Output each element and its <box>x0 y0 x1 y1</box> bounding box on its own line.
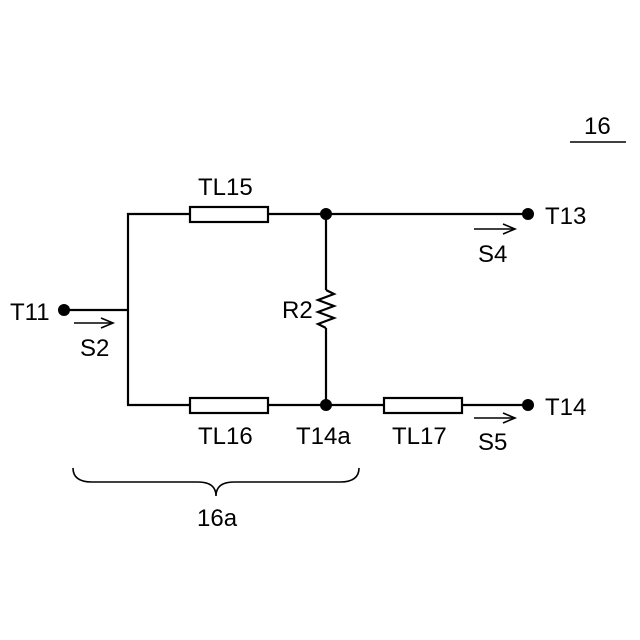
signal-s5-label: S5 <box>478 429 507 456</box>
junction-t14a-dot <box>320 399 332 411</box>
signal-s2-arrow <box>74 318 113 328</box>
signal-s2-label: S2 <box>80 335 109 362</box>
terminal-t14-dot <box>522 399 534 411</box>
tl17-label: TL17 <box>392 423 447 450</box>
transmission-line-tl16 <box>190 398 268 413</box>
terminal-t13-label: T13 <box>545 203 586 230</box>
group-16a-label: 16a <box>197 505 238 532</box>
signal-s4-label: S4 <box>478 241 507 268</box>
tl15-label: TL15 <box>198 174 253 201</box>
figure-ref-label: 16 <box>584 113 611 140</box>
group-16a-brace <box>73 468 359 496</box>
transmission-line-tl17 <box>384 398 462 413</box>
terminal-t14a-label: T14a <box>296 423 351 450</box>
terminal-t13-dot <box>522 208 534 220</box>
signal-s5-arrow <box>474 413 515 423</box>
transmission-line-tl15 <box>190 207 268 222</box>
r2-label: R2 <box>282 297 313 324</box>
tl16-label: TL16 <box>198 423 253 450</box>
signal-s4-arrow <box>474 224 515 234</box>
resistor-r2 <box>318 290 334 328</box>
terminal-t11-label: T11 <box>10 299 50 326</box>
terminal-t14-label: T14 <box>545 394 586 421</box>
